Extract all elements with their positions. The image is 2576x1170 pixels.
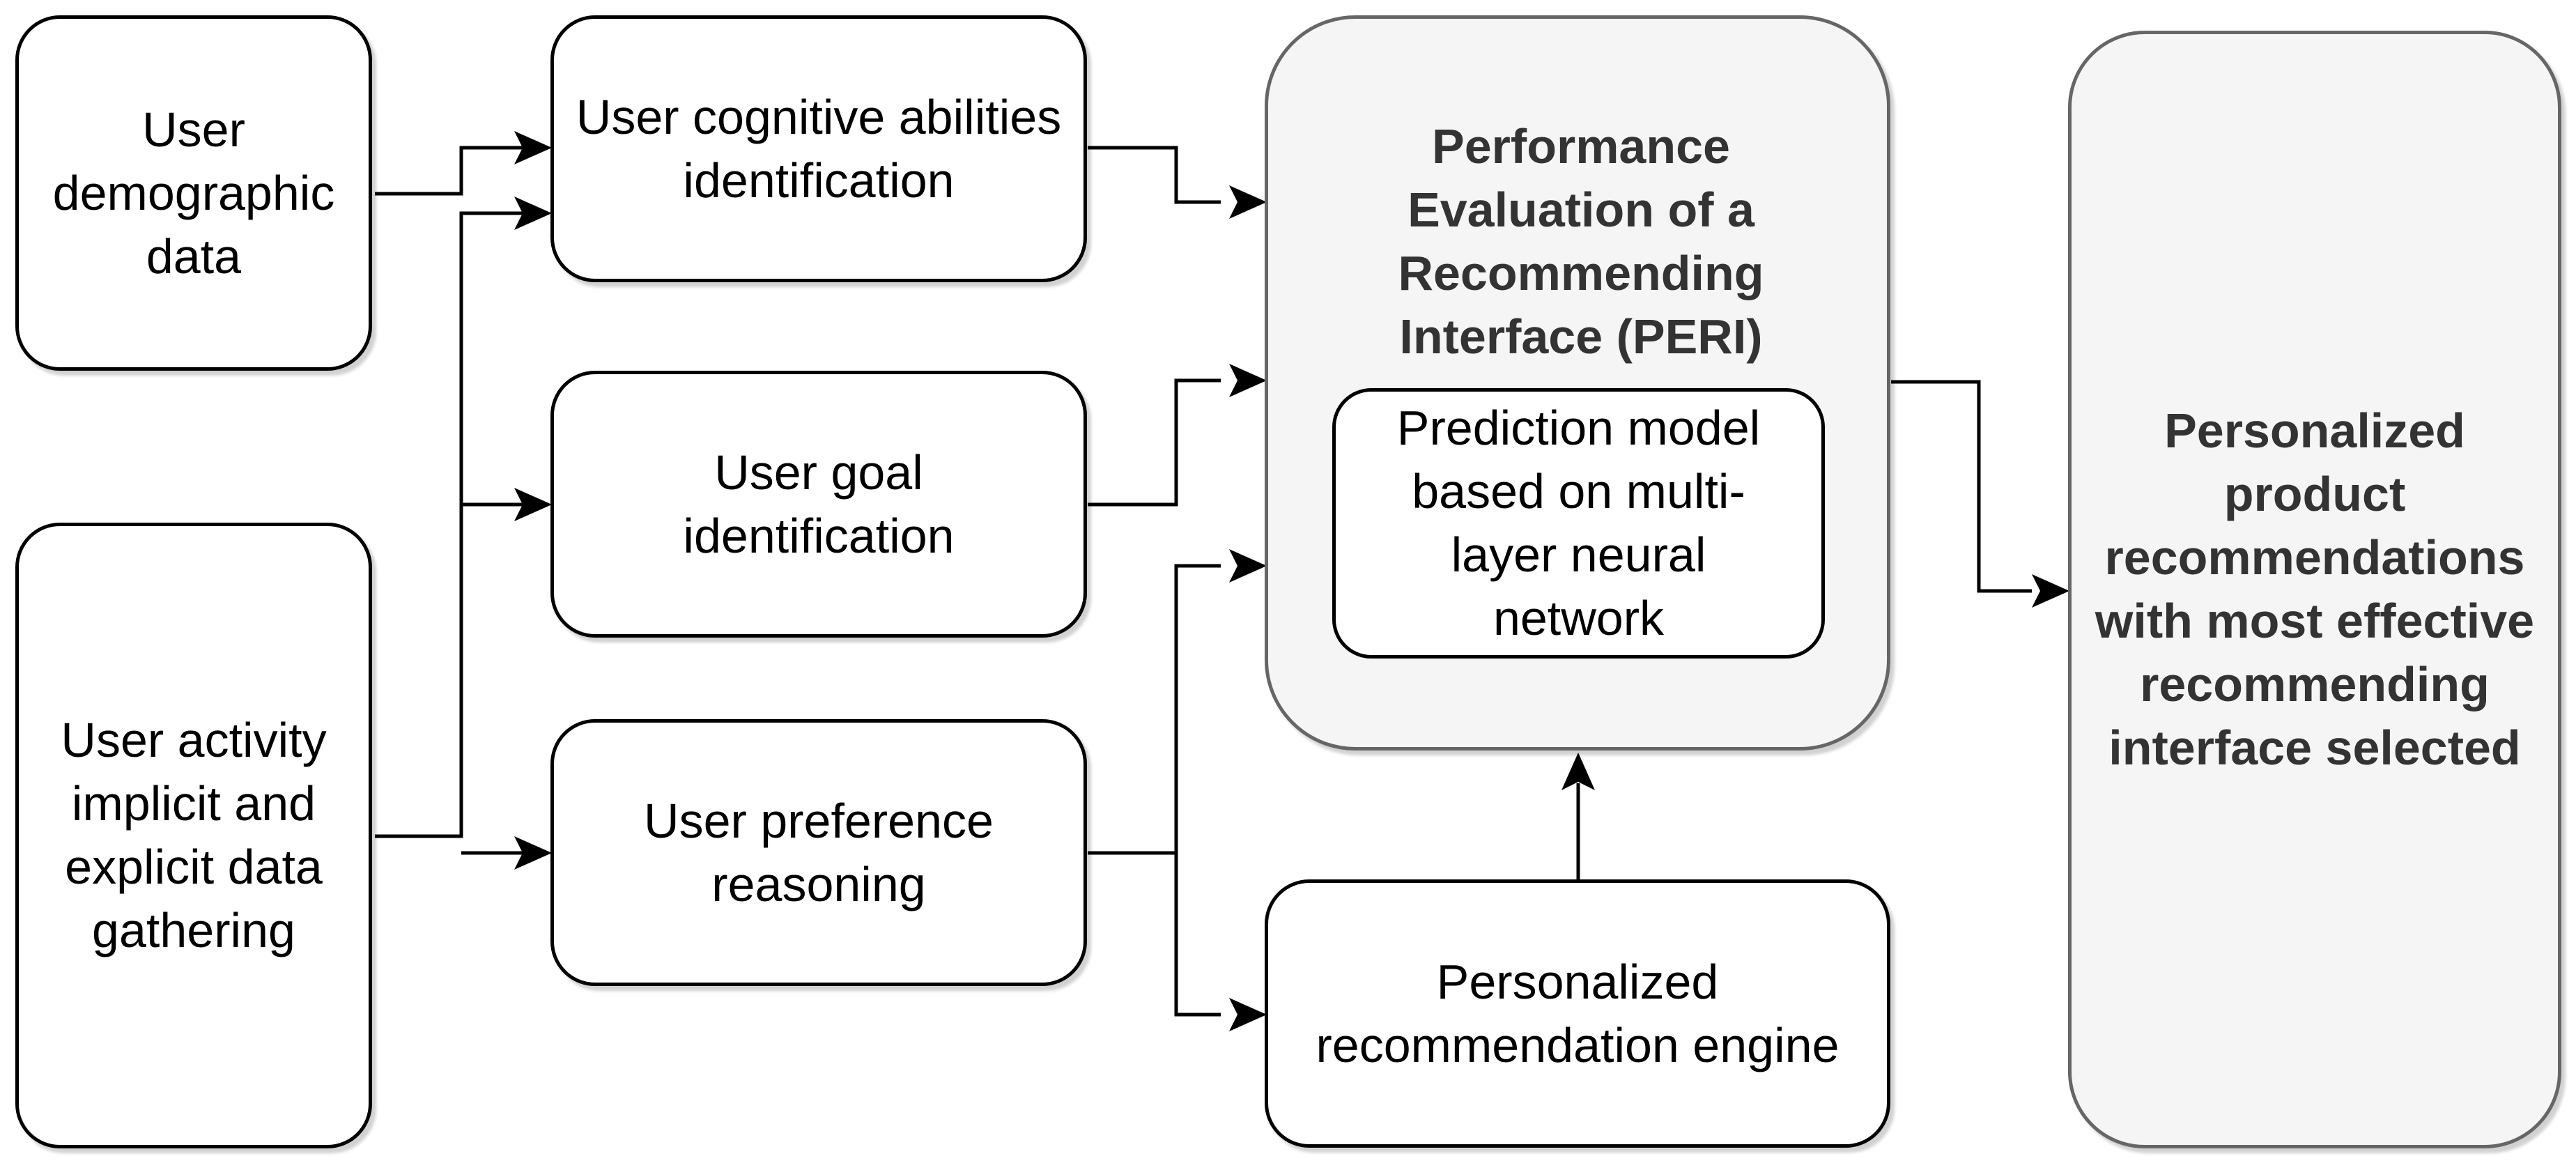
arrow-peri-to-final [1891,380,2032,593]
prediction-model-label: Prediction model based on multi-layer ne… [1396,401,1761,645]
activity-data-label: User activity implicit and explicit data… [61,713,327,957]
cognitive-abilities-node: User cognitive abilities identification [550,15,1087,282]
arrowhead-peri-upper [1229,185,1267,219]
arrow-preference-to-peri [1088,564,1221,855]
demographic-data-node: User demographic data [15,15,372,371]
cognitive-abilities-label: User cognitive abilities identification [576,89,1062,208]
final-recommendations-label: Personalized product recommendations wit… [2095,403,2535,775]
arrowhead-final [2032,574,2069,608]
arrowhead-cognitive-upper [514,131,552,164]
arrowhead-engine [1229,998,1267,1031]
peri-title: Performance Evaluation of a Recommending… [1398,119,1764,364]
arrowhead-peri-middle [1229,364,1267,397]
recommendation-engine-label: Personalized recommendation engine [1316,954,1840,1072]
arrow-cognitive-to-peri [1088,146,1221,204]
demographic-data-label: User demographic data [52,102,335,284]
peri-node: Performance Evaluation of a Recommending… [1265,15,1890,751]
activity-data-node: User activity implicit and explicit data… [15,523,372,1148]
preference-reasoning-node: User preference reasoning [550,719,1087,986]
recommendation-engine-node: Personalized recommendation engine [1265,879,1890,1148]
preference-reasoning-label: User preference reasoning [644,793,994,911]
arrow-goal-to-peri [1088,378,1221,507]
arrowhead-cognitive-lower [514,197,552,230]
arrow-activity-to-cognitive [375,211,524,838]
goal-identification-label: User goal identification [683,445,955,563]
arrowhead-peri-lower [1229,549,1267,583]
prediction-model-node: Prediction model based on multi-layer ne… [1332,388,1825,659]
arrow-demographic-to-cognitive [375,146,524,196]
final-recommendations-node: Personalized product recommendations wit… [2068,31,2561,1148]
arrowhead-engine-to-peri [1561,753,1595,790]
goal-identification-node: User goal identification [550,371,1087,638]
arrowhead-preference [514,836,552,870]
arrow-preference-to-engine [1174,853,1221,1017]
arrowhead-goal [514,488,552,521]
